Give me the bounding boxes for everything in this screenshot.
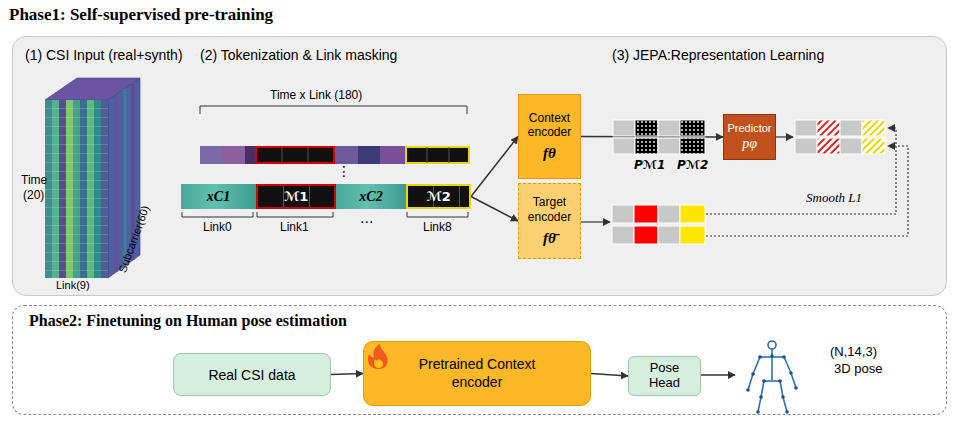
masked-token: ℳ1 xyxy=(256,184,336,209)
node-text: Predictor xyxy=(727,122,771,134)
axis-label: Link(9) xyxy=(56,279,90,291)
mask-label: Pℳ1 xyxy=(634,158,665,172)
encoder-box: Pretrained Context encoder xyxy=(363,341,591,406)
loss-label: Smooth L1 xyxy=(806,190,862,206)
context-token: xC2 xyxy=(336,184,406,209)
node-text: Context encoder xyxy=(521,111,579,140)
head-box: Pose Head xyxy=(628,356,701,396)
section-label: (3) JEPA:Representation Learning xyxy=(612,47,824,63)
mask-label: Pℳ2 xyxy=(677,158,708,172)
axis-label: (20) xyxy=(23,188,44,202)
encoder-box: Context encoder fθ xyxy=(518,94,581,179)
section-label: (2) Tokenization & Link masking xyxy=(200,47,397,63)
ellipsis: ⋮ xyxy=(337,163,351,179)
phase-panel: Phase2: Finetuning on Human pose estimat… xyxy=(12,305,947,415)
link-label: Link0 xyxy=(203,220,232,234)
context-token: xC1 xyxy=(181,184,256,209)
shape-label: (N,14,3) xyxy=(830,344,877,359)
node-text: xC1 xyxy=(207,189,230,205)
shape-label: 3D pose xyxy=(834,361,882,376)
ellipsis: ··· xyxy=(360,214,373,230)
masked-token: ℳ2 xyxy=(406,184,471,209)
link-label: Link1 xyxy=(280,220,309,234)
node-text: Pose Head xyxy=(640,361,690,391)
node-text: ℳ1 xyxy=(284,189,308,204)
node-text: pφ xyxy=(742,136,757,152)
node-text: Phase2: Finetuning on Human pose estimat… xyxy=(29,312,347,330)
axis-label: Time xyxy=(21,173,47,187)
node-text: ℳ2 xyxy=(426,189,450,204)
data-box: Real CSI data xyxy=(173,353,331,396)
node-text: Target encoder xyxy=(521,195,579,224)
phase-panel: Phase1: Self-supervised pre-trainingxC1ℳ… xyxy=(12,36,947,296)
node-text: Pretrained Context encoder xyxy=(418,356,536,391)
predictor-box: Predictor pφ xyxy=(723,114,776,160)
node-text: Real CSI data xyxy=(208,367,295,383)
node-text: fθ̄ xyxy=(543,230,556,247)
section-label: (1) CSI Input (real+synth) xyxy=(25,47,183,63)
node-text: Phase1: Self-supervised pre-training xyxy=(9,5,273,25)
encoder-box: Target encoder fθ̄ xyxy=(518,183,581,259)
node-text: xC2 xyxy=(359,189,382,205)
node-text: fθ xyxy=(543,145,556,162)
link-label: Link8 xyxy=(423,220,452,234)
dimension-label: Time x Link (180) xyxy=(270,88,362,102)
